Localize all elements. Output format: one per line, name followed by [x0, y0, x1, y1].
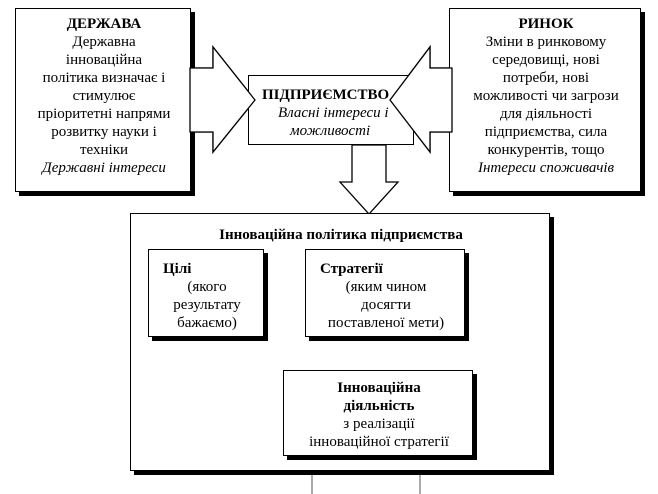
enterprise-title-overlay: ПІДПРИЄМСТВО — [262, 87, 390, 103]
strategies-line: поставленої мети) — [327, 315, 445, 331]
strategies-line: досягти — [361, 297, 411, 313]
activity-title: діяльність — [343, 398, 415, 414]
enterprise-box: ПІДПРИЄМСТВО Власні інтереси і можливост… — [248, 75, 414, 145]
state-line: розвитку науки і — [51, 124, 157, 140]
enterprise-line-overlay: можливості — [290, 123, 371, 139]
market-line: середовищі, нові — [492, 52, 600, 68]
state-line: політика визначає і — [42, 70, 166, 86]
arrow-enterprise-to-policy — [338, 144, 400, 215]
goals-box: Цілі (якого результату бажаємо) — [148, 249, 264, 337]
goals-line: бажаємо) — [177, 315, 237, 331]
state-interests: Державні інтереси — [42, 160, 166, 176]
state-title: ДЕРЖАВА — [66, 16, 142, 32]
market-line: для діяльності — [499, 106, 593, 122]
goals-line: результату — [173, 297, 241, 313]
activity-line: з реалізації — [343, 416, 415, 432]
market-line: Зміни в ринковому — [485, 34, 607, 50]
goals-title: Цілі — [163, 261, 192, 277]
strategies-title: Стратегії — [320, 261, 383, 277]
market-interests: Інтереси споживачів — [477, 160, 615, 176]
strategies-line: (яким чином — [345, 279, 427, 295]
activity-line: інноваційної стратегії — [309, 434, 449, 450]
state-line: стимулює — [72, 88, 136, 104]
market-title: РИНОК — [518, 16, 574, 32]
policy-title: Інноваційна політика підприємства — [219, 227, 463, 243]
market-line: підприємства, сила — [484, 124, 608, 140]
state-line: пріоритетні напрями — [37, 106, 171, 122]
state-box: ДЕРЖАВА Державна інноваційна політика ви… — [15, 8, 191, 192]
market-line: можливості чи загрози — [473, 88, 619, 104]
activity-title: Інноваційна — [337, 380, 421, 396]
state-line: техніки — [79, 142, 129, 158]
market-line: конкурентів, тощо — [487, 142, 605, 158]
market-box: РИНОК Зміни в ринковому середовищі, нові… — [449, 8, 641, 192]
strategies-box: Стратегії (яким чином досягти поставлено… — [305, 249, 465, 337]
arrow-market-to-enterprise-overlay — [389, 45, 453, 154]
state-line: Державна — [72, 34, 136, 50]
activity-box: Інноваційна діяльність з реалізації інно… — [283, 370, 473, 456]
market-line: потреби, нові — [502, 70, 590, 86]
state-line: інноваційна — [65, 52, 143, 68]
arrow-state-to-enterprise-overlay — [189, 45, 256, 154]
enterprise-line-overlay: Власні інтереси і — [278, 105, 389, 121]
goals-line: (якого — [187, 279, 227, 295]
